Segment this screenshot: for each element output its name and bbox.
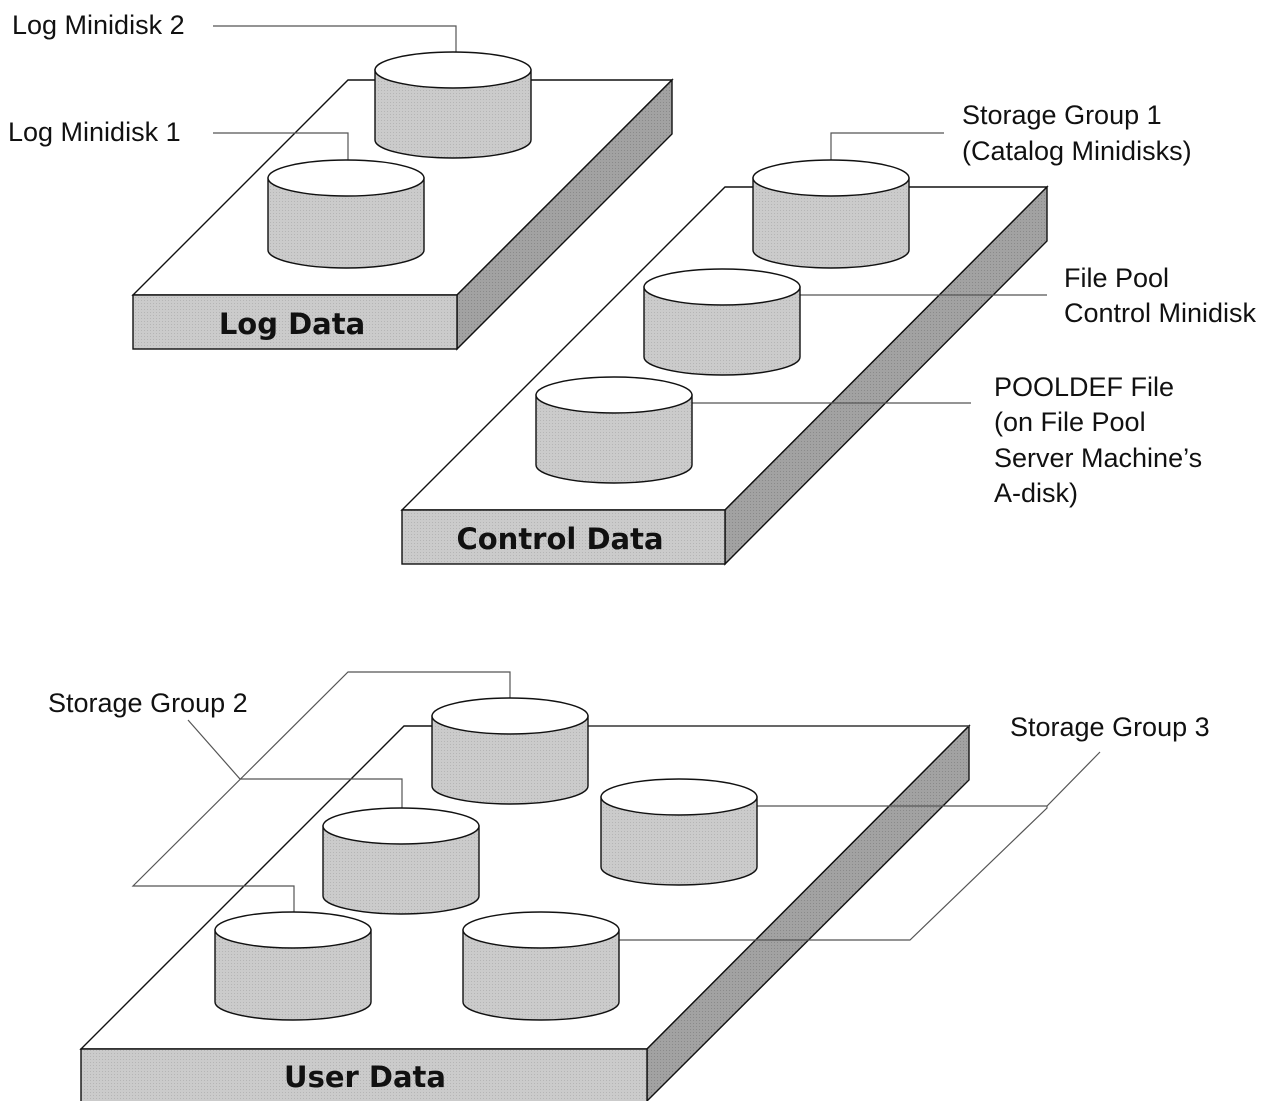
pooldef-line-1: POOLDEF File (994, 372, 1174, 402)
log-minidisk-2-body (374, 69, 532, 159)
control-minidisk-cylinder (643, 268, 801, 376)
log-minidisk-1-body (267, 177, 425, 269)
log-minidisk-1-label: Log Minidisk 1 (8, 117, 181, 147)
file-pool-control-line-2: Control Minidisk (1064, 298, 1257, 328)
storage-group-1-label: Storage Group 1 (Catalog Minidisks) (962, 100, 1192, 166)
leader-storage-group-2 (187, 719, 403, 808)
storage-group-2-disk-low-cylinder (214, 911, 372, 1021)
pooldef-file-disk-top (535, 376, 693, 414)
log-minidisk-1-top (267, 159, 425, 197)
log-platform-front (132, 294, 458, 350)
leader-storage-group-3-b (619, 806, 1048, 941)
labels: Log Minidisk 2 Log Minidisk 1 Storage Gr… (8, 10, 1257, 742)
pooldef-line-4: A-disk) (994, 478, 1078, 508)
log-data-label: Log Data (219, 307, 365, 341)
storage-group-3-disk-top-top (600, 778, 758, 816)
pooldef-file-disk-body (535, 394, 693, 484)
leader-log-minidisk-2 (213, 25, 457, 54)
storage-group-2-disk-mid-cylinder (322, 807, 480, 915)
log-minidisk-1-cylinder (267, 159, 425, 269)
leader-storage-group-1 (830, 132, 944, 160)
file-pool-control-line-1: File Pool (1064, 263, 1169, 293)
user-data-label: User Data (284, 1060, 446, 1094)
storage-group-3-disk-low-cylinder (462, 911, 620, 1021)
storage-group-3-label: Storage Group 3 (1010, 712, 1210, 742)
storage-group-2-disk-top-top (431, 697, 589, 735)
leader-log-minidisk-1 (213, 132, 349, 160)
catalog-minidisk-top (752, 159, 910, 197)
log-minidisk-2-top (374, 51, 532, 89)
control-data-label: Control Data (456, 522, 663, 556)
leader-storage-group-2-a (131, 671, 511, 912)
storage-group-2-disk-low-body (214, 929, 372, 1021)
catalog-minidisk-body (752, 177, 910, 269)
control-minidisk-top (643, 268, 801, 306)
file-pool-control-label: File Pool Control Minidisk (1064, 263, 1257, 328)
storage-group-3-disk-low-top (462, 911, 620, 949)
leader-lines (131, 25, 1101, 941)
storage-group-3-disk-top-body (600, 796, 758, 886)
storage-group-2-label: Storage Group 2 (48, 688, 248, 718)
storage-group-1-line-1: Storage Group 1 (962, 100, 1162, 130)
pooldef-line-2: (on File Pool (994, 407, 1146, 437)
log-minidisk-2-cylinder (374, 51, 532, 159)
storage-group-2-disk-top-cylinder (431, 697, 589, 805)
log-minidisk-2-label: Log Minidisk 2 (12, 10, 185, 40)
pooldef-file-label: POOLDEF File (on File Pool Server Machin… (994, 372, 1210, 508)
storage-group-3-disk-low-body (462, 929, 620, 1021)
storage-group-2-disk-mid-top (322, 807, 480, 845)
minidisks (214, 51, 910, 1021)
pooldef-file-disk-cylinder (535, 376, 693, 484)
control-platform-front (401, 509, 726, 565)
storage-group-3-disk-top-cylinder (600, 778, 758, 886)
pooldef-line-3: Server Machine’s (994, 443, 1202, 473)
storage-group-2-disk-top-body (431, 715, 589, 805)
control-minidisk-body (643, 286, 801, 376)
storage-group-1-line-2: (Catalog Minidisks) (962, 136, 1192, 166)
storage-group-2-disk-mid-body (322, 825, 480, 915)
storage-group-2-disk-low-top (214, 911, 372, 949)
catalog-minidisk-cylinder (752, 159, 910, 269)
user-platform-front (80, 1048, 648, 1101)
